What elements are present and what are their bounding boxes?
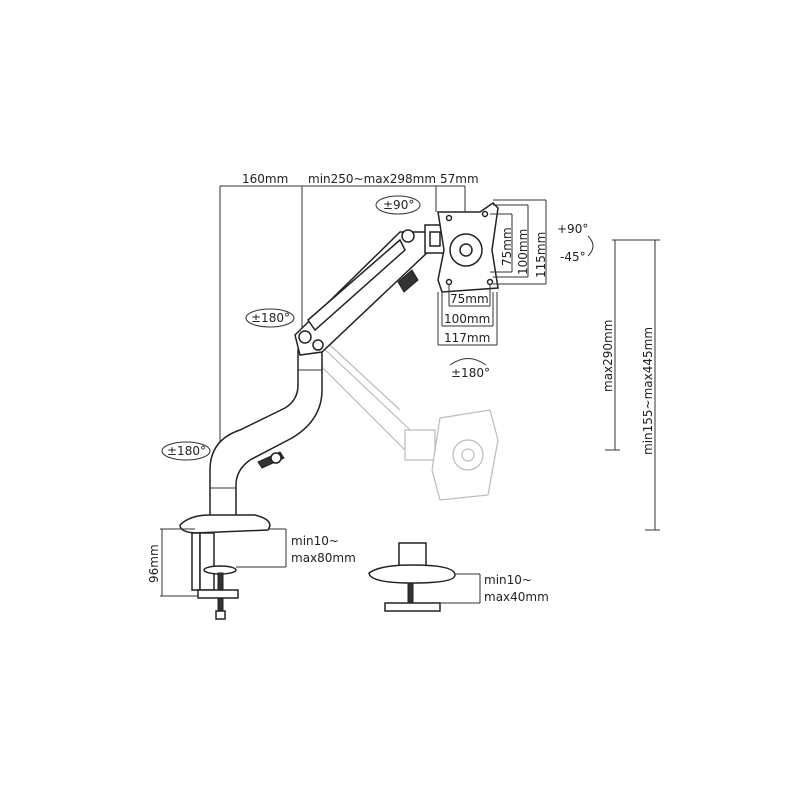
dim-160mm: 160mm: [242, 172, 288, 186]
arm-lowered-ghost: [319, 343, 499, 501]
screen-rotation-label: ±180°: [451, 366, 490, 380]
dim-arm-reach: min250~max298mm: [308, 172, 436, 186]
clamp-range-line1: min10~: [291, 534, 339, 548]
dim-vesa-v-75: 75mm: [500, 227, 514, 266]
dim-plate-width: 117mm: [444, 331, 490, 345]
grommet-range-line1: min10~: [484, 573, 532, 587]
dim-57mm: 57mm: [440, 172, 479, 186]
arm-pole: [209, 349, 323, 521]
dim-vesa-v-100: 100mm: [516, 229, 530, 275]
tilt-up-label: +90°: [557, 222, 588, 236]
grommet-mount: [368, 542, 456, 612]
dim-plate-height: 115mm: [534, 232, 548, 278]
dim-height-travel: max290mm: [601, 320, 615, 392]
lower-arm-rotation-label: ±180°: [167, 444, 206, 458]
tilt-arrow-icon: [587, 235, 594, 257]
rotation-arrow-icon: [161, 441, 211, 461]
vesa-plate: [437, 202, 499, 293]
clamp-range-line2: max80mm: [291, 551, 356, 565]
swivel-arrow-icon: [375, 195, 421, 215]
rotation-arrow-icon: [245, 308, 295, 328]
height-dimension-lines: [605, 239, 660, 531]
dim-clamp-height: 96mm: [147, 544, 161, 583]
clamp-dimension-lines: [160, 528, 481, 604]
gas-spring-arm: [294, 224, 446, 356]
screen-rotation-arrow-icon: [449, 358, 487, 366]
head-swivel-label: ±90°: [383, 198, 414, 212]
desk-clamp: [179, 514, 271, 620]
dim-vesa-h-100: 100mm: [444, 312, 490, 326]
vesa-dimension-lines: [437, 199, 547, 346]
dim-height-range: min155~max445mm: [641, 327, 655, 455]
top-dimension-lines: [219, 185, 466, 470]
dim-vesa-h-75: 75mm: [450, 292, 489, 306]
grommet-range-line2: max40mm: [484, 590, 549, 604]
tilt-down-label: -45°: [560, 250, 586, 264]
upper-arm-rotation-label: ±180°: [251, 311, 290, 325]
